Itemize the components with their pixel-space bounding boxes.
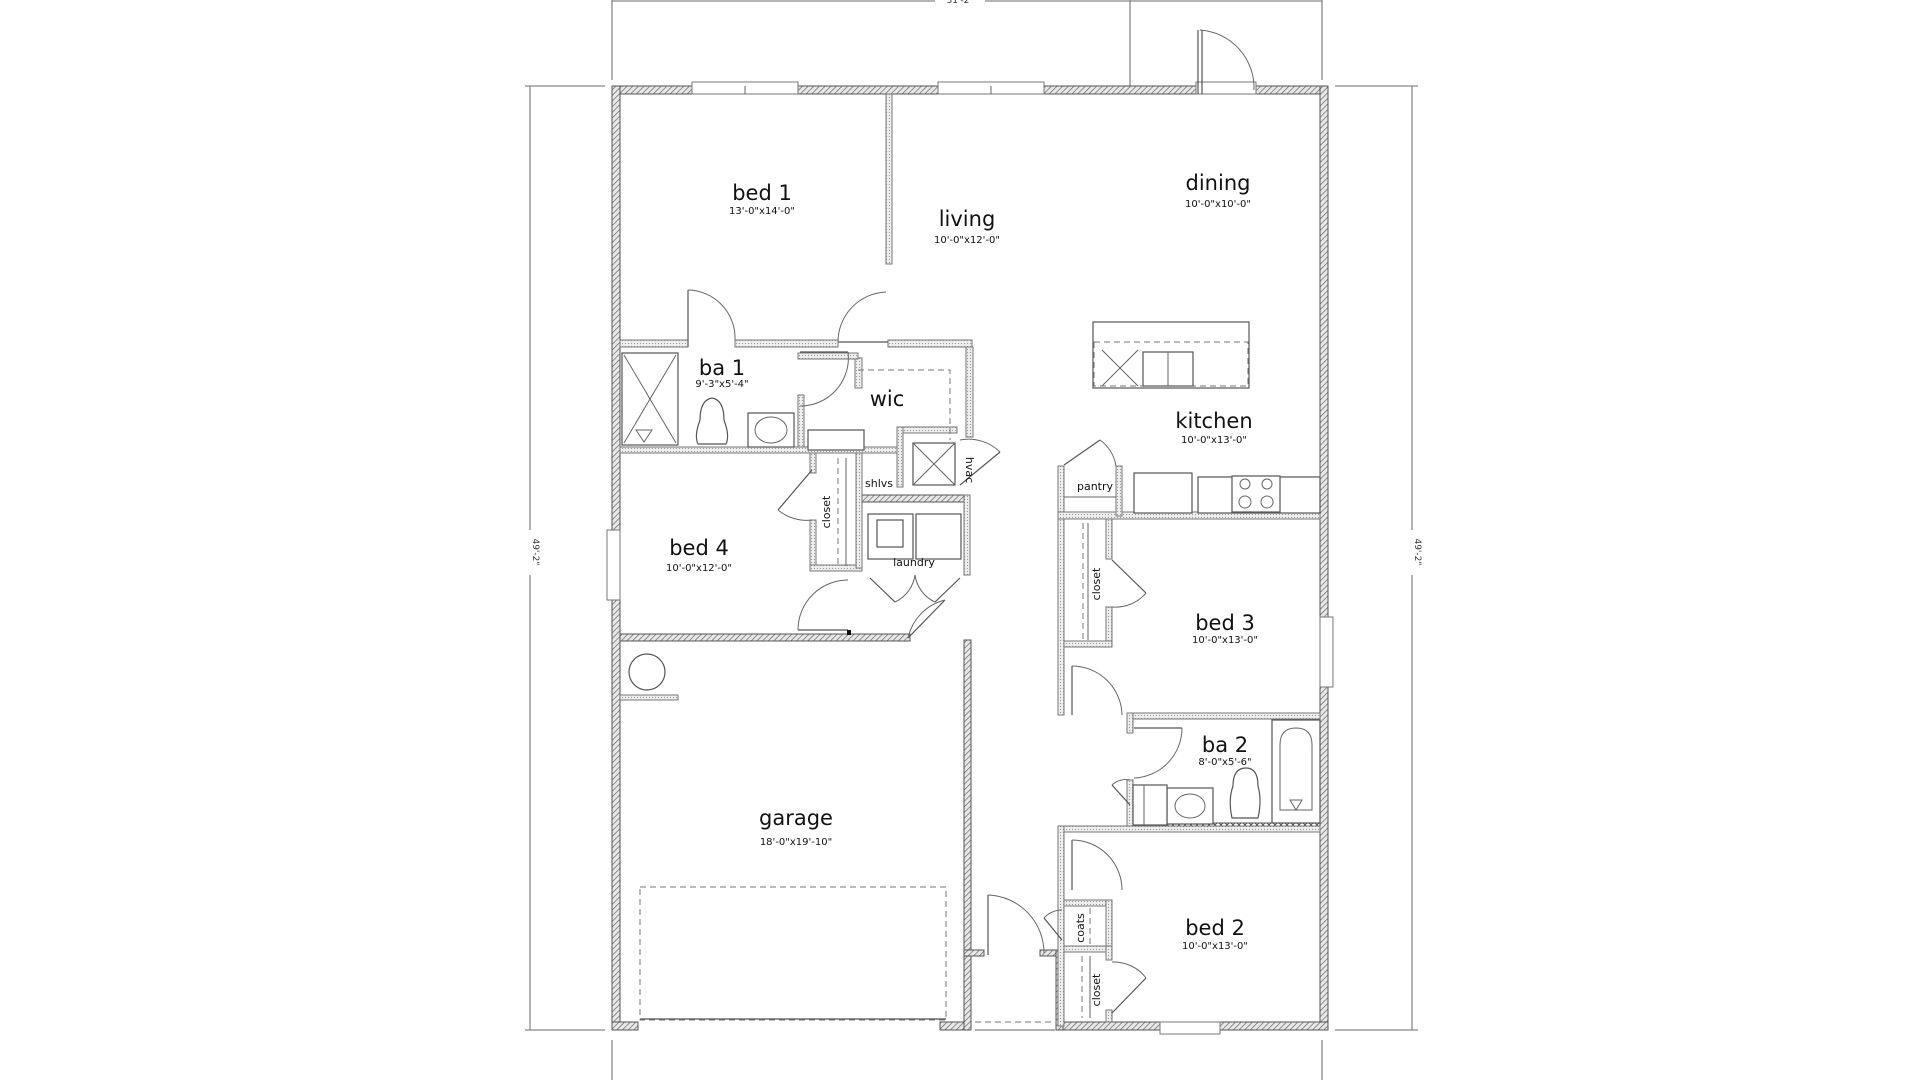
bed2-closet-label: closet <box>1090 973 1103 1006</box>
small-labels: pantry shlvs hvac laundry closet closet … <box>820 457 1114 1006</box>
room-dining-name: dining <box>1186 171 1251 195</box>
room-bed1-size: 13'-0"x14'-0" <box>729 206 795 217</box>
shelves-label: shlvs <box>865 477 893 490</box>
room-ba1-name: ba 1 <box>699 356 745 380</box>
laundry-label: laundry <box>893 556 935 569</box>
room-kitchen-size: 10'-0"x13'-0" <box>1181 435 1247 446</box>
room-living-name: living <box>939 207 996 231</box>
room-bed1: bed 1 13'-0"x14'-0" <box>729 181 795 217</box>
room-ba2-size: 8'-0"x5'-6" <box>1198 757 1251 768</box>
dimension-lines: 31'-2" 49'-2" 49'-2" <box>522 0 1422 1080</box>
room-ba1-size: 9'-3"x5'-4" <box>695 379 748 390</box>
windows <box>606 81 1334 1035</box>
right-depth-label: 49'-2" <box>1412 538 1422 565</box>
bed4-closet-label: closet <box>820 495 833 528</box>
room-bed4-size: 10'-0"x12'-0" <box>666 563 732 574</box>
hvac-label: hvac <box>963 457 976 483</box>
room-labels: bed 1 13'-0"x14'-0" living 10'-0"x12'-0"… <box>666 171 1258 952</box>
room-bed2-name: bed 2 <box>1185 916 1245 940</box>
room-bed3-size: 10'-0"x13'-0" <box>1192 635 1258 646</box>
room-bed3: bed 3 10'-0"x13'-0" <box>1192 611 1258 646</box>
toilet-icon <box>695 397 729 445</box>
room-bed4-name: bed 4 <box>669 536 729 560</box>
interior-walls <box>619 93 1321 1031</box>
room-dining: dining 10'-0"x10'-0" <box>1185 171 1251 210</box>
interior-doors <box>687 289 1183 1014</box>
room-living-size: 10'-0"x12'-0" <box>934 235 1000 246</box>
room-living: living 10'-0"x12'-0" <box>934 207 1000 246</box>
fixtures <box>619 321 1321 1031</box>
room-garage-size: 18'-0"x19'-10" <box>760 837 832 848</box>
overall-width-label: 31'-2" <box>946 0 973 6</box>
room-wic: wic <box>870 387 905 411</box>
room-bed2-size: 10'-0"x13'-0" <box>1182 941 1248 952</box>
pantry-label: pantry <box>1077 480 1114 493</box>
room-kitchen: kitchen 10'-0"x13'-0" <box>1175 409 1252 446</box>
room-bed1-name: bed 1 <box>732 181 792 205</box>
room-kitchen-name: kitchen <box>1175 409 1252 433</box>
front-door <box>1195 29 1257 95</box>
room-garage: garage 18'-0"x19'-10" <box>759 806 833 848</box>
room-dining-size: 10'-0"x10'-0" <box>1185 199 1251 210</box>
room-bed4: bed 4 10'-0"x12'-0" <box>666 536 732 574</box>
room-garage-name: garage <box>759 806 833 830</box>
room-bed2: bed 2 10'-0"x13'-0" <box>1182 916 1248 952</box>
room-wic-name: wic <box>870 387 905 411</box>
room-bed3-name: bed 3 <box>1195 611 1255 635</box>
toilet-icon <box>1229 767 1261 819</box>
room-ba1: ba 1 9'-3"x5'-4" <box>695 356 748 390</box>
left-depth-label: 49'-2" <box>530 538 540 565</box>
room-ba2-name: ba 2 <box>1202 733 1248 757</box>
coats-label: coats <box>1074 913 1087 943</box>
room-ba2: ba 2 8'-0"x5'-6" <box>1198 733 1251 768</box>
bed3-closet-label: closet <box>1090 567 1103 600</box>
